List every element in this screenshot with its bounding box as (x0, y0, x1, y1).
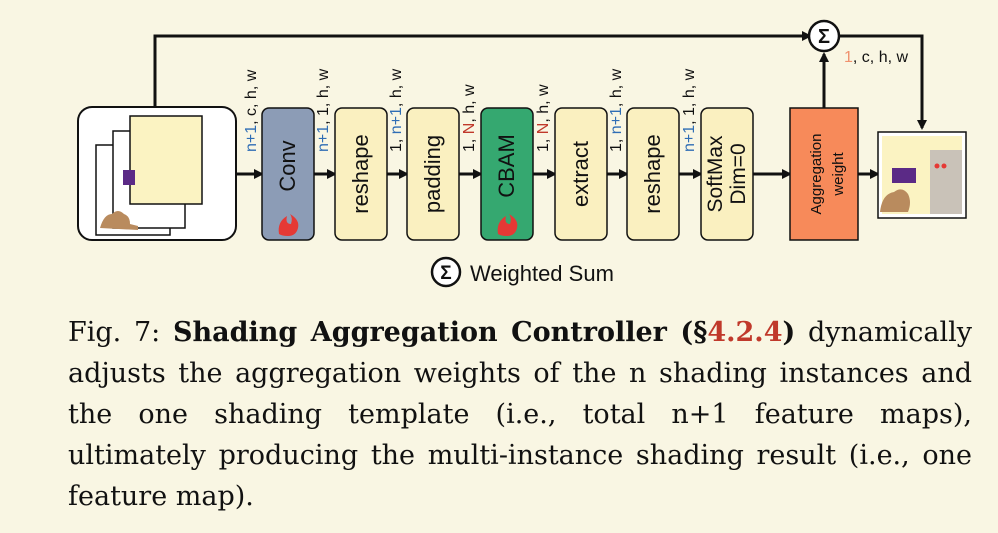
dim-label: 1, n+1, h, w (608, 68, 625, 152)
aggregation-weight-block: Aggregation weight (789, 107, 859, 241)
block-conv-0: Conv (261, 107, 315, 241)
block-reshape-5: reshape (626, 107, 680, 241)
output-dim-label: 1, c, h, w (844, 49, 908, 66)
block-label-2: Dim=0 (727, 143, 750, 204)
block-label: padding (420, 135, 445, 213)
weighted-sum-node: Σ (807, 19, 841, 53)
caption-title: Shading Aggregation Controller (§4.2.4) (172, 317, 796, 348)
dim-label: 1, N, h, w (461, 84, 478, 152)
block-rect (700, 107, 754, 241)
trainable-flame-icon (497, 214, 518, 236)
block-label: SoftMax (704, 135, 727, 213)
block-rect (334, 107, 388, 241)
block-label: Conv (275, 140, 300, 191)
block-padding-2: padding (406, 107, 460, 241)
dim-label: 1, N, h, w (535, 84, 552, 152)
input-feature-stack (77, 106, 237, 241)
legend-label: Weighted Sum (470, 261, 614, 286)
dim-label: 1, n+1, h, w (388, 68, 405, 152)
section-ref-link[interactable]: 4.2.4 (707, 317, 783, 348)
block-reshape-1: reshape (334, 107, 388, 241)
dimension-labels: n+1, c, h, w n+1, 1, h, w 1, n+1, h, w 1, N… (243, 68, 698, 152)
legend-sum-symbol: Σ (440, 263, 451, 284)
block-cbam-3: CBAM (480, 107, 534, 241)
legend: Σ Weighted Sum (430, 256, 614, 288)
block-label: reshape (348, 134, 373, 214)
agg-label-2: weight (830, 151, 847, 196)
sum-symbol: Σ (818, 26, 830, 48)
block-label: CBAM (494, 134, 519, 198)
output-feature-map (877, 131, 967, 219)
agg-label-1: Aggregation (808, 134, 825, 215)
block-extract-4: extract (554, 107, 608, 241)
dim-label: n+1, c, h, w (243, 69, 260, 152)
block-rect (261, 107, 315, 241)
skip-connection-line (153, 31, 812, 107)
dim-label: n+1, 1, h, w (315, 68, 332, 152)
figure-caption: Fig. 7: Shading Aggregation Controller (… (68, 312, 972, 517)
block-label: extract (568, 141, 593, 207)
block-rect (554, 107, 608, 241)
block-rect (480, 107, 534, 241)
architecture-diagram: Conv reshape padding CBAM extract reshape Soft… (77, 19, 967, 288)
dim-label: n+1, 1, h, w (681, 68, 698, 152)
trainable-flame-icon (278, 214, 299, 236)
block-rect (406, 107, 460, 241)
blocks-group: Conv reshape padding CBAM extract reshape Soft… (261, 107, 754, 241)
block-rect (626, 107, 680, 241)
caption-body: dynamically adjusts the aggregation weig… (68, 317, 973, 512)
sum-to-output-arrow (839, 34, 927, 130)
block-label: reshape (640, 134, 665, 214)
caption-prefix: Fig. 7: (68, 317, 173, 348)
